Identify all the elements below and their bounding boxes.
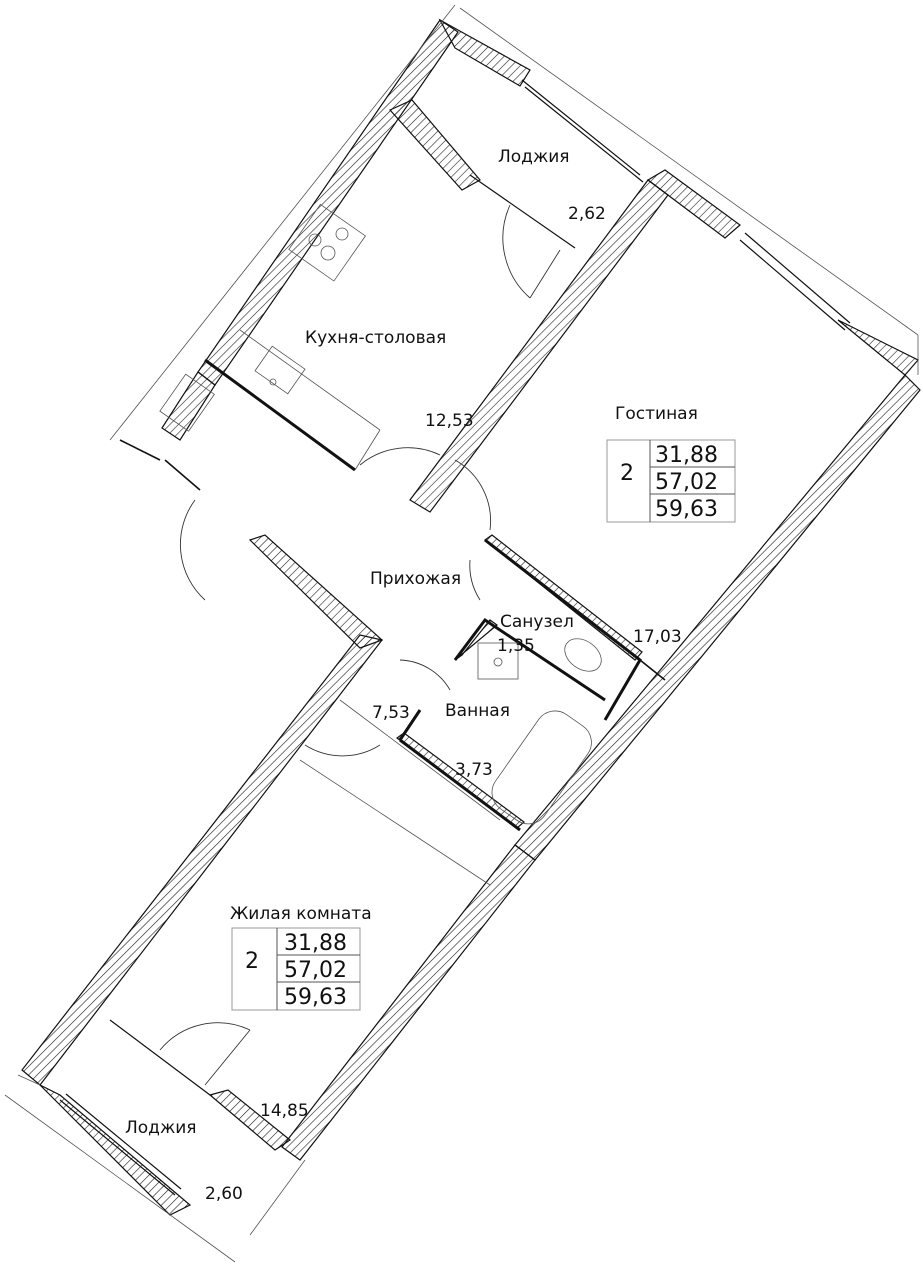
summary-left-rooms: 2 — [245, 949, 259, 974]
kitchen-area: 12,53 — [425, 411, 474, 431]
bathroom-walls — [395, 534, 643, 829]
summary-left-living: 31,88 — [284, 931, 347, 956]
summary-right-living: 31,88 — [655, 443, 718, 468]
summary-right-loggia: 59,63 — [655, 497, 718, 522]
loggia-top-name: Лоджия — [498, 147, 570, 167]
summary-right-total: 57,02 — [655, 470, 718, 495]
hall-area: 7,53 — [372, 703, 410, 723]
kitchen-name: Кухня-столовая — [305, 328, 446, 348]
bedroom-name: Жилая комната — [230, 904, 372, 924]
living-name: Гостиная — [615, 404, 698, 424]
summary-table-right: 2 31,88 57,02 59,63 — [606, 439, 736, 523]
hall-name: Прихожая — [370, 569, 461, 589]
contour-lines — [4, 4, 919, 1263]
bath-area: 3,73 — [455, 760, 493, 780]
room-labels: Лоджия 2,62 Кухня-столовая 12,53 Гостина… — [125, 147, 698, 1204]
fixtures — [159, 203, 602, 825]
summary-left-total: 57,02 — [284, 958, 347, 983]
guide-lines — [239, 329, 501, 886]
summary-right-rooms: 2 — [620, 461, 634, 486]
loggia-top-area: 2,62 — [568, 204, 606, 224]
interior-walls — [119, 358, 666, 832]
loggia-bottom-area: 2,60 — [205, 1184, 243, 1204]
exterior-walls — [21, 18, 921, 1216]
bedroom-area: 14,85 — [260, 1101, 309, 1121]
living-area: 17,03 — [633, 627, 682, 647]
loggia-bottom-name: Лоджия — [125, 1118, 197, 1138]
windows — [59, 79, 851, 1196]
summary-left-loggia: 59,63 — [284, 985, 347, 1010]
wc-name: Санузел — [500, 612, 574, 632]
doors — [159, 204, 561, 1086]
bath-name: Ванная — [445, 701, 510, 721]
summary-table-left: 2 31,88 57,02 59,63 — [231, 927, 361, 1011]
wc-area: 1,35 — [497, 636, 535, 656]
